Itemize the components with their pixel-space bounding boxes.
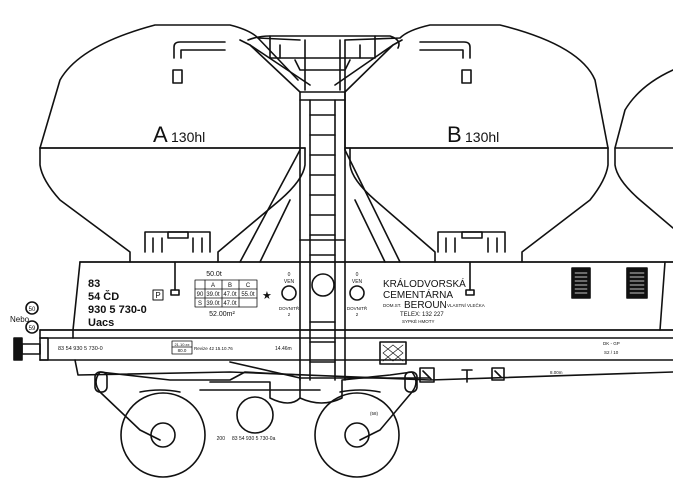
- vent-right: 0 VEN DOVNITŘ 2: [347, 272, 368, 317]
- vent-right-num: 2: [356, 312, 359, 317]
- p-mark: P: [155, 291, 160, 300]
- nebo-label: Nebo: [10, 315, 30, 324]
- hopper-a-capacity: 130hl: [171, 129, 205, 145]
- frame-labels: 83 54 930 5 730-0 Revize 42 15.10.76 14.…: [58, 341, 620, 442]
- hopper-a: A 130hl: [39, 24, 306, 263]
- vent-left-num: 2: [288, 312, 291, 317]
- owner-siding: VLASTNÍ VLEČKA: [447, 302, 485, 308]
- hopper-a-letter: A: [153, 122, 168, 147]
- vent-left: 0 VEN DOVNITŘ 2: [279, 272, 300, 317]
- frame-brake-code: DK - GP: [603, 341, 620, 346]
- table-header-a: A: [211, 283, 215, 289]
- braces: [239, 149, 401, 263]
- table-row-2-code: S: [198, 301, 202, 307]
- owner-line-1: KRÁLODVORSKÁ: [383, 277, 466, 290]
- owner-goods: SYPKÉ HMOTY: [402, 318, 435, 324]
- top-platform: [239, 35, 403, 381]
- small-box-bottom: 80.0: [178, 348, 187, 353]
- owner-block: KRÁLODVORSKÁ CEMENTÁRNA DOM.ST. BEROUN V…: [383, 277, 485, 324]
- wagon-number-line-1: 83: [88, 278, 100, 290]
- vent-left-label: VEN: [284, 279, 295, 285]
- frame-uprights: [170, 261, 475, 296]
- vent-right-top: 0: [356, 272, 359, 278]
- load-area: 52.00m²: [209, 311, 235, 318]
- ladder: [299, 99, 346, 381]
- bogie: [94, 371, 418, 478]
- frame-brake-sub: S2 / 10: [604, 350, 619, 355]
- label-plates: [571, 267, 648, 299]
- frame-left-number: 83 54 930 5 730-0: [58, 346, 103, 352]
- wagon-number-line-4: Uacs: [88, 317, 114, 329]
- load-top-label: 50.0t: [206, 271, 222, 278]
- load-star: ★: [262, 290, 272, 302]
- frame-length: 14.46m: [275, 346, 292, 352]
- owner-telex-label: TELEX:: [400, 312, 421, 318]
- circle-mark-bottom: 59: [29, 326, 36, 332]
- table-header-c: C: [246, 283, 251, 289]
- circle-mark-top: 50: [29, 307, 36, 313]
- side-marks: 50 59 Nebo: [10, 301, 39, 334]
- frame-bottom-number: 83 54 930 5 730-0a: [232, 436, 276, 442]
- table-row-1-c: 55.0t: [241, 292, 255, 298]
- frame-small-mark: (58): [370, 411, 379, 416]
- small-box-top: 21.10.xx: [174, 342, 189, 347]
- owner-telex-number: 132 227: [422, 312, 444, 318]
- owner-station: BEROUN: [404, 300, 447, 311]
- vent-right-label: VEN: [352, 279, 363, 285]
- table-header-b: B: [228, 283, 232, 289]
- frame-details: [379, 341, 505, 383]
- table-row-2-a: 39.0t: [206, 301, 220, 307]
- owner-line-2: CEMENTÁRNA: [383, 288, 453, 301]
- vent-right-bottom: DOVNITŘ: [347, 304, 368, 311]
- hopper-b-capacity: 130hl: [465, 129, 499, 145]
- table-row-1-a: 39.0t: [206, 292, 220, 298]
- wagon-number-block: 83 54 ČD 930 5 730-0 Uacs P: [88, 278, 164, 329]
- buffer: [13, 337, 49, 361]
- frame-bottom-dim: 200: [217, 436, 226, 442]
- wagon-number-line-2: 54 ČD: [88, 290, 119, 303]
- table-row-1-code: 90: [197, 292, 204, 298]
- vent-left-top: 0: [288, 272, 291, 278]
- next-hopper-partial: [614, 69, 673, 229]
- owner-dom-prefix: DOM.ST.: [383, 303, 401, 308]
- frame-right-length: 8.00m: [550, 370, 563, 375]
- frame-revision: Revize 42 15.10.76: [194, 346, 233, 351]
- table-row-1-b: 47.0t: [223, 292, 237, 298]
- frame-small-box: 21.10.xx 80.0: [171, 340, 193, 355]
- hopper-b: B 130hl: [344, 24, 609, 263]
- wagon-number-line-3: 930 5 730-0: [88, 304, 147, 316]
- table-row-2-b: 47.0t: [223, 301, 237, 307]
- hopper-b-letter: B: [447, 122, 462, 147]
- vent-left-bottom: DOVNITŘ: [279, 304, 300, 311]
- load-table: 50.0t A B C 90 39.0t 47.0t 55.0t S 39.0t…: [194, 271, 272, 318]
